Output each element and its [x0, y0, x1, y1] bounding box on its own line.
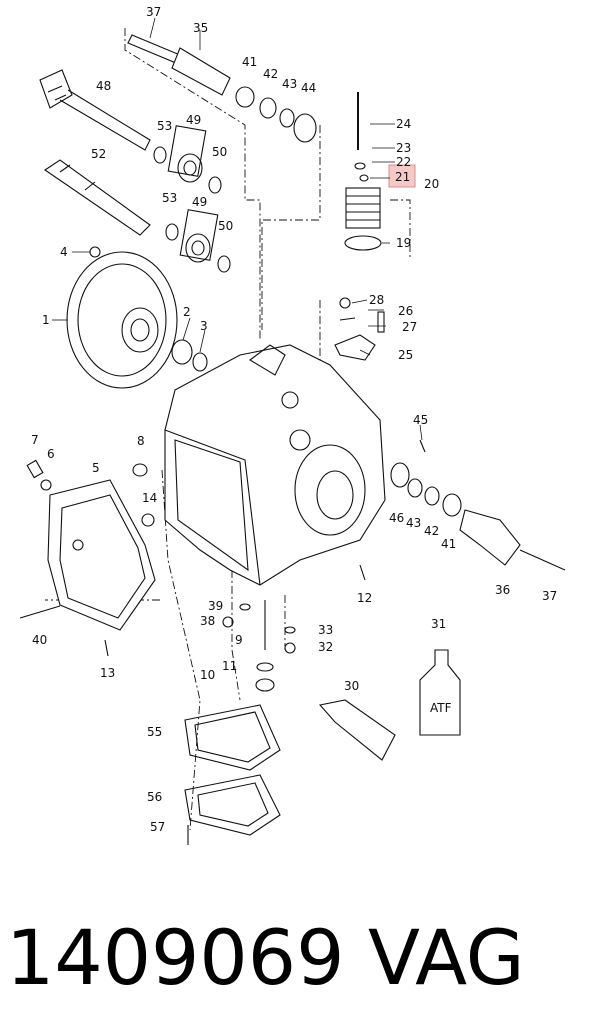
- callout-48: 48: [96, 79, 111, 93]
- cap-8: [132, 463, 148, 477]
- plug-7: [26, 459, 44, 479]
- callout-32: 32: [318, 640, 333, 654]
- highlight-21: [388, 164, 416, 188]
- callout-19: 19: [396, 236, 411, 250]
- oil-filter-assembly: [344, 92, 382, 251]
- bolt-13: [104, 639, 109, 657]
- sensor-6: [40, 479, 52, 491]
- callout-36: 36: [495, 583, 510, 597]
- callout-41-top: 41: [242, 55, 257, 69]
- part-number: 1409069: [6, 913, 345, 1002]
- callout-8: 8: [137, 434, 145, 448]
- footer: 1409069 VAG: [0, 880, 600, 1032]
- callout-25: 25: [398, 348, 413, 362]
- seal-set-lower: [165, 209, 231, 273]
- bracket-25: [334, 297, 385, 361]
- callout-6: 6: [47, 447, 55, 461]
- callout-49-top: 49: [186, 113, 201, 127]
- callout-13: 13: [100, 666, 115, 680]
- callout-4: 4: [60, 245, 68, 259]
- output-flange-36: [390, 439, 566, 571]
- callout-46: 46: [389, 511, 404, 525]
- gasket-56: [184, 774, 281, 836]
- callout-28: 28: [369, 293, 384, 307]
- brand-name: VAG: [368, 913, 525, 1002]
- callout-53-bottom: 53: [162, 191, 177, 205]
- callout-31: 31: [431, 617, 446, 631]
- callout-44: 44: [301, 81, 316, 95]
- small-fasteners: [222, 564, 366, 692]
- callout-14: 14: [142, 491, 157, 505]
- torque-converter: [66, 251, 178, 389]
- seal-set-upper: [153, 125, 222, 194]
- callout-27: 27: [402, 320, 417, 334]
- callout-55: 55: [147, 725, 162, 739]
- callout-10: 10: [200, 668, 215, 682]
- callout-5: 5: [92, 461, 100, 475]
- gasket-55: [184, 704, 281, 771]
- sealant-tube-30: [318, 699, 396, 761]
- callout-41-right: 41: [441, 537, 456, 551]
- bolt-40: [19, 605, 61, 619]
- callout-30: 30: [344, 679, 359, 693]
- callout-40: 40: [32, 633, 47, 647]
- seal-2: [171, 339, 193, 365]
- callout-38: 38: [200, 614, 215, 628]
- callout-43-top: 43: [282, 77, 297, 91]
- drive-shaft-52: [44, 159, 151, 236]
- bolt-4: [89, 246, 101, 258]
- callout-2: 2: [183, 305, 191, 319]
- callout-57: 57: [150, 820, 165, 834]
- callout-21: 21: [395, 170, 410, 184]
- drive-shaft-48: [39, 69, 151, 151]
- callout-labels: 37 35 41 42 43 44 48 53 49 50 52 53 49 5…: [31, 5, 557, 834]
- bottle-label: ATF: [430, 701, 452, 715]
- oil-pan-5: [47, 479, 156, 631]
- callout-22: 22: [396, 155, 411, 169]
- callout-9: 9: [235, 633, 243, 647]
- callout-52: 52: [91, 147, 106, 161]
- callout-42-right: 42: [424, 524, 439, 538]
- leader-lines: [52, 17, 423, 441]
- callout-12: 12: [357, 591, 372, 605]
- callout-39: 39: [208, 599, 223, 613]
- callout-50-top: 50: [212, 145, 227, 159]
- callout-11: 11: [222, 659, 237, 673]
- callout-43-right: 43: [406, 516, 421, 530]
- callout-50-bottom: 50: [218, 219, 233, 233]
- callout-37-right: 37: [542, 589, 557, 603]
- callout-26: 26: [398, 304, 413, 318]
- callout-53-top: 53: [157, 119, 172, 133]
- callout-7: 7: [31, 433, 39, 447]
- callout-23: 23: [396, 141, 411, 155]
- atf-bottle-31: ATF: [419, 649, 461, 736]
- callout-56: 56: [147, 790, 162, 804]
- callout-20: 20: [424, 177, 439, 191]
- callout-1: 1: [42, 313, 50, 327]
- callout-37-top: 37: [146, 5, 161, 19]
- pinion-assembly-35: [127, 34, 317, 143]
- callout-49-bottom: 49: [192, 195, 207, 209]
- transmission-housing: [164, 344, 386, 586]
- ring-3: [192, 352, 208, 372]
- exploded-parts-diagram: ATF 37 35 41 42 43 44 48 53 49 50 52 53 …: [19, 5, 566, 845]
- callout-33: 33: [318, 623, 333, 637]
- callout-24: 24: [396, 117, 411, 131]
- callout-45: 45: [413, 413, 428, 427]
- cap-14: [141, 513, 155, 527]
- callout-35: 35: [193, 21, 208, 35]
- callout-3: 3: [200, 319, 208, 333]
- callout-42-top: 42: [263, 67, 278, 81]
